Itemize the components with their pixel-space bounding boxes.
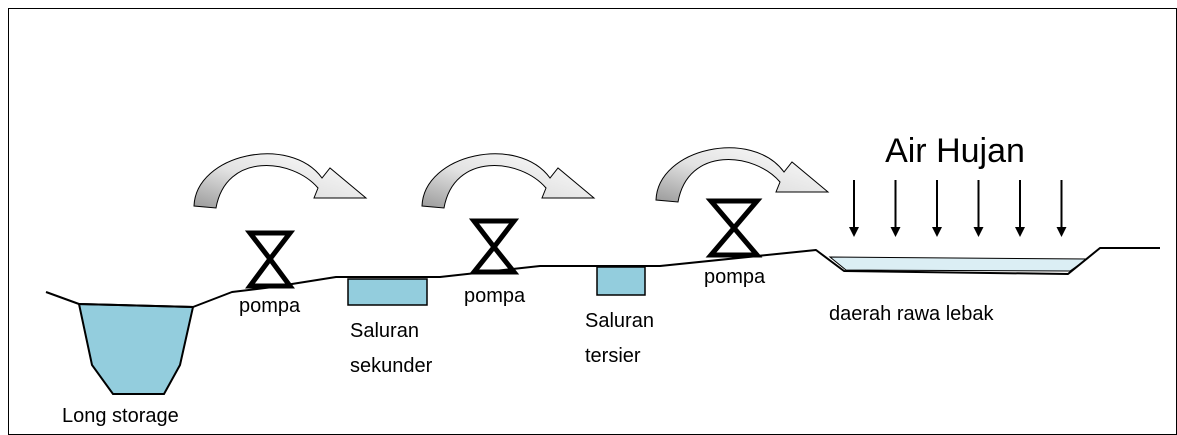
tertiary-channel-water [596,266,646,296]
pump-2-curved-arrow-icon [421,153,595,209]
secondary-channel-label-line1: Saluran [350,320,419,342]
rain-down-arrow-icon [849,180,859,237]
pump-2-label: pompa [464,285,526,307]
diagram-frame [8,8,1177,435]
long-storage-label: Long storage [62,405,179,427]
pump-3-curved-arrow-icon [655,147,829,203]
rain-label: Air Hujan [885,132,1025,170]
secondary-channel-label-line2: sekunder [350,355,433,377]
pump-3-hourglass-valve-icon [705,198,763,258]
rain-down-arrow-icon [890,180,901,237]
pump-1-hourglass-valve-icon [244,230,296,289]
secondary-channel-water [347,278,428,306]
rain-arrows [849,180,1067,237]
rain-down-arrow-icon [973,180,984,237]
pump-1-curved-arrow-icon [193,153,367,209]
pump-3-label: pompa [704,266,766,288]
swamp-water [828,256,1089,272]
rain-down-arrow-icon [1056,180,1067,237]
tertiary-channel-label-line1: Saluran [585,310,654,332]
tertiary-channel-label-line2: tersier [585,345,641,367]
rain-down-arrow-icon [1015,180,1025,237]
rain-down-arrow-icon [932,180,942,237]
pump-1-label: pompa [239,295,301,317]
long-storage-water [77,302,195,395]
pump-2-hourglass-valve-icon [468,218,520,275]
swamp-label: daerah rawa lebak [829,303,995,325]
